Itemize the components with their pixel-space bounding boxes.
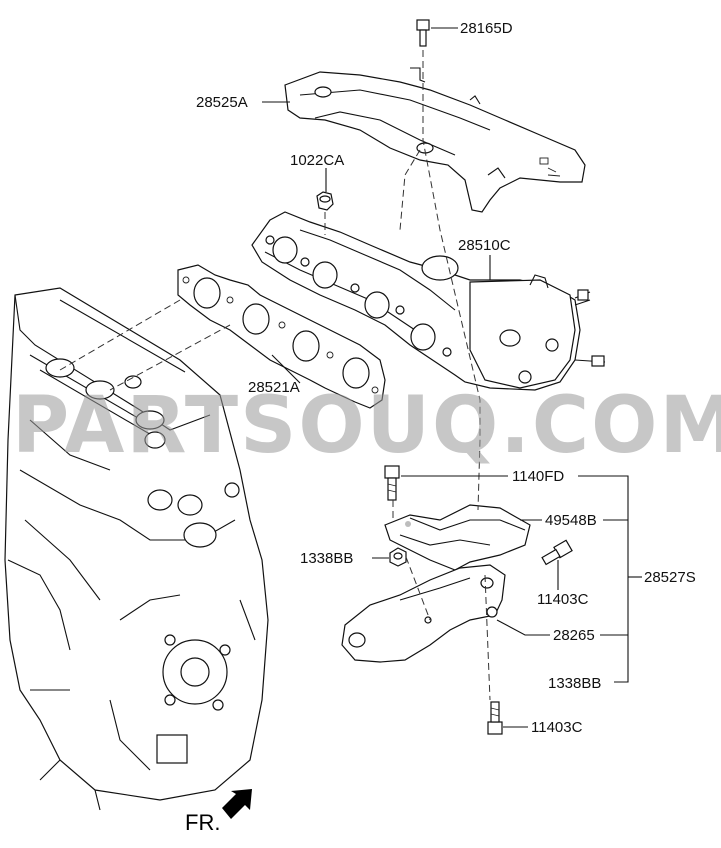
nut-1022CA: [316, 191, 334, 211]
nut-1338BB: [389, 547, 407, 567]
label-11403C-lower: 11403C: [531, 719, 583, 736]
heat-protector-49548B: [384, 504, 531, 571]
label-1022CA: 1022CA: [290, 152, 344, 169]
label-28525A: 28525A: [196, 94, 248, 111]
label-28165D: 28165D: [460, 20, 513, 37]
front-arrow-icon: [222, 789, 252, 819]
dashed-guide-lines: [59, 50, 491, 701]
label-1338BB-upper: 1338BB: [300, 550, 353, 567]
label-28527S: 28527S: [644, 569, 696, 586]
label-11403C-upper: 11403C: [537, 591, 589, 608]
label-28265: 28265: [553, 627, 595, 644]
front-direction-indicator: FR.: [185, 789, 252, 835]
leader-lines: [262, 27, 642, 728]
label-49548B: 49548B: [545, 512, 597, 529]
part-labels: 28165D 28525A 1022CA 28510C 28521A 1140F…: [196, 20, 696, 736]
bolt-28165D: [416, 19, 430, 47]
heat-protector-28525A: [284, 67, 586, 213]
label-28521A: 28521A: [248, 379, 300, 396]
front-direction-label: FR.: [185, 810, 220, 835]
watermark-text: PARTSOUQ.COM: [12, 381, 721, 471]
engine-block: [4, 287, 269, 811]
label-1338BB-lower: 1338BB: [548, 675, 601, 692]
bolt-11403C-lower: [487, 701, 503, 735]
exhaust-manifold-28510C: [251, 211, 606, 391]
bolt-1140FD: [384, 465, 400, 501]
bracket-28265: [341, 564, 506, 663]
label-28510C: 28510C: [458, 237, 511, 254]
bolt-11403C-upper: [541, 539, 573, 566]
gasket-28521A: [177, 264, 386, 409]
label-1140FD: 1140FD: [512, 468, 564, 485]
